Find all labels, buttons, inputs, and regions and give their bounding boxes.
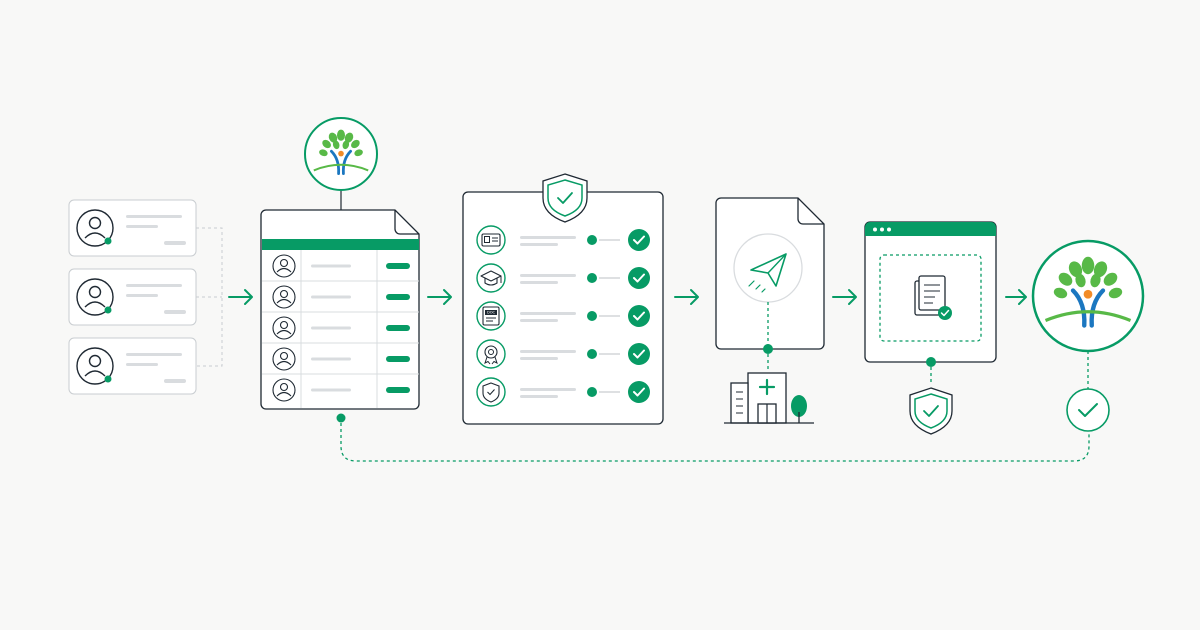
arrow-right-icon xyxy=(1005,289,1027,305)
status-pill xyxy=(386,294,410,300)
item-placeholder-text xyxy=(520,312,576,315)
verification-item[interactable] xyxy=(476,225,650,255)
item-placeholder-text xyxy=(520,319,558,322)
hospital-building-icon xyxy=(724,372,814,424)
feedback-loop-connector xyxy=(336,413,1090,462)
applicant-card[interactable] xyxy=(68,337,197,395)
document-icon: DOC xyxy=(476,301,506,331)
check-circle-icon xyxy=(628,381,650,403)
tree-person-logo-icon xyxy=(1031,239,1145,389)
row-placeholder-text xyxy=(311,388,351,392)
item-placeholder-text xyxy=(520,388,576,391)
user-icon xyxy=(272,254,296,278)
verification-item[interactable] xyxy=(476,263,650,293)
status-pill xyxy=(386,263,410,269)
check-circle-icon xyxy=(628,267,650,289)
item-placeholder-text xyxy=(520,395,558,398)
verification-item[interactable] xyxy=(476,377,650,407)
user-icon xyxy=(272,347,296,371)
item-placeholder-text xyxy=(520,274,576,277)
item-placeholder-text xyxy=(520,350,576,353)
graduation-cap-icon xyxy=(476,263,506,293)
row-placeholder-text xyxy=(311,264,351,268)
status-pill xyxy=(386,325,410,331)
table-row[interactable] xyxy=(262,373,419,402)
applicant-cards xyxy=(68,199,223,395)
verification-item[interactable]: DOC xyxy=(476,301,650,331)
table-row[interactable] xyxy=(262,342,419,371)
status-dot xyxy=(587,273,597,283)
row-placeholder-text xyxy=(311,357,351,361)
submission-document xyxy=(715,197,825,372)
user-icon xyxy=(76,209,114,247)
roster-document xyxy=(260,209,420,410)
table-row[interactable] xyxy=(262,280,419,309)
item-placeholder-text xyxy=(520,357,558,360)
check-circle-icon xyxy=(628,305,650,327)
status-dot xyxy=(587,311,597,321)
verification-item[interactable] xyxy=(476,339,650,369)
item-placeholder-text xyxy=(520,281,558,284)
check-circle-icon xyxy=(1066,388,1110,432)
check-circle-icon xyxy=(628,343,650,365)
row-placeholder-text xyxy=(311,295,351,299)
status-dot xyxy=(587,349,597,359)
arrow-right-icon xyxy=(674,289,699,305)
document-tag: DOC xyxy=(487,310,496,314)
connector-dashed xyxy=(196,227,223,367)
tree-person-logo-icon xyxy=(304,117,378,211)
row-placeholder-text xyxy=(311,326,351,330)
user-icon xyxy=(272,285,296,309)
status-dot xyxy=(587,387,597,397)
item-placeholder-text xyxy=(520,236,576,239)
table-row[interactable] xyxy=(262,311,419,340)
arrow-right-icon xyxy=(228,289,253,305)
arrow-right-icon xyxy=(832,289,857,305)
status-pill xyxy=(386,387,410,393)
approval-window xyxy=(864,221,997,385)
shield-check-icon xyxy=(909,387,953,435)
user-icon xyxy=(76,347,114,385)
applicant-card[interactable] xyxy=(68,199,197,257)
document-check-icon xyxy=(914,275,952,320)
applicant-card[interactable] xyxy=(68,268,197,326)
user-icon xyxy=(272,316,296,340)
user-icon xyxy=(272,378,296,402)
table-row[interactable] xyxy=(272,254,410,278)
paper-plane-icon xyxy=(733,233,803,303)
user-icon xyxy=(76,278,114,316)
id-card-icon xyxy=(476,225,506,255)
item-placeholder-text xyxy=(520,243,558,246)
award-badge-icon xyxy=(476,339,506,369)
verification-checklist: DOC xyxy=(462,173,664,425)
shield-check-icon xyxy=(542,173,588,223)
arrow-right-icon xyxy=(427,289,452,305)
shield-icon xyxy=(476,377,506,407)
status-dot xyxy=(587,235,597,245)
check-circle-icon xyxy=(628,229,650,251)
status-pill xyxy=(386,356,410,362)
